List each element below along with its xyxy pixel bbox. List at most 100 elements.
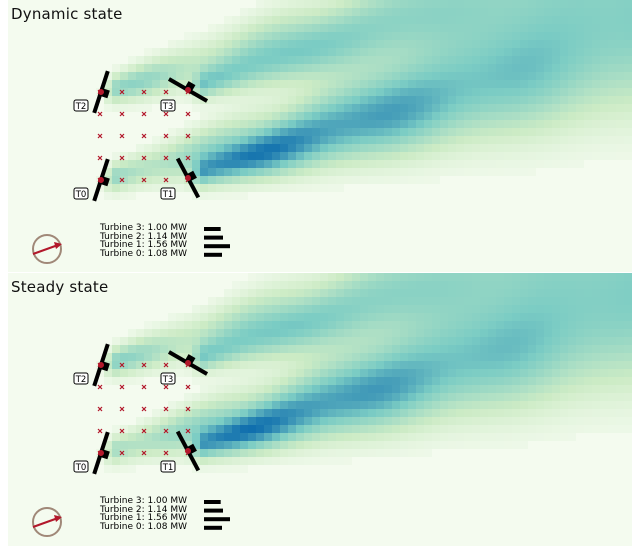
wake-cell — [568, 128, 576, 136]
wake-cell — [376, 337, 384, 345]
wake-cell — [552, 329, 560, 337]
wake-cell — [264, 337, 272, 345]
wake-cell — [432, 305, 440, 313]
wake-cell — [160, 417, 168, 425]
wake-cell — [448, 441, 456, 449]
wake-cell — [384, 353, 392, 361]
wake-cell — [320, 329, 328, 337]
wake-cell — [448, 112, 456, 120]
wake-cell — [216, 353, 224, 361]
wake-cell — [624, 289, 632, 297]
wake-cell — [328, 273, 336, 281]
wake-cell — [232, 305, 240, 313]
wake-cell — [544, 409, 552, 417]
wake-cell — [336, 289, 344, 297]
wake-cell — [456, 168, 464, 176]
wake-cell — [536, 345, 544, 353]
wake-cell — [456, 281, 464, 289]
wake-cell — [216, 24, 224, 32]
power-bar — [204, 244, 230, 249]
wake-cell — [624, 136, 632, 144]
wake-cell — [544, 329, 552, 337]
turbine-rotor-icon — [167, 77, 209, 103]
wake-cell — [480, 305, 488, 313]
wake-cell — [576, 144, 584, 152]
wake-cell — [512, 0, 520, 8]
wake-cell — [288, 128, 296, 136]
wake-cell — [512, 48, 520, 56]
wake-cell — [192, 56, 200, 64]
wake-cell — [464, 168, 472, 176]
wake-cell — [320, 273, 328, 281]
wake-cell — [328, 144, 336, 152]
wake-cell — [240, 24, 248, 32]
wake-cell — [504, 128, 512, 136]
wake-cell — [280, 377, 288, 385]
wake-cell — [216, 385, 224, 393]
wake-cell — [400, 337, 408, 345]
wake-cell — [408, 313, 416, 321]
wake-cell — [536, 128, 544, 136]
wake-cell — [416, 353, 424, 361]
wake-cell — [384, 112, 392, 120]
wake-cell — [152, 329, 160, 337]
wake-cell — [624, 16, 632, 24]
wake-cell — [544, 48, 552, 56]
wake-cell — [312, 345, 320, 353]
wake-cell — [152, 457, 160, 465]
wake-cell — [440, 305, 448, 313]
wake-cell — [560, 64, 568, 72]
wake-cell — [472, 168, 480, 176]
wake-cell — [296, 385, 304, 393]
wake-cell — [368, 449, 376, 457]
wake-cell — [480, 168, 488, 176]
wake-cell — [608, 361, 616, 369]
wake-cell — [344, 160, 352, 168]
wake-cell — [576, 32, 584, 40]
wake-cell — [488, 433, 496, 441]
wake-cell — [224, 393, 232, 401]
wake-cell — [248, 393, 256, 401]
wake-cell — [408, 88, 416, 96]
wake-cell — [392, 369, 400, 377]
wake-cell — [512, 88, 520, 96]
wake-cell — [112, 465, 120, 473]
wake-cell — [408, 305, 416, 313]
wake-cell — [376, 393, 384, 401]
wake-cell — [256, 289, 264, 297]
wake-cell — [616, 337, 624, 345]
wake-cell — [224, 72, 232, 80]
wake-cell — [576, 48, 584, 56]
wake-cell — [200, 104, 208, 112]
wake-cell — [280, 441, 288, 449]
wake-cell — [552, 16, 560, 24]
wake-cell — [480, 144, 488, 152]
wake-cell — [584, 273, 592, 281]
wake-cell — [152, 345, 160, 353]
wake-cell — [344, 112, 352, 120]
wake-cell — [464, 273, 472, 281]
wake-cell — [192, 401, 200, 409]
wake-cell — [352, 168, 360, 176]
wake-cell — [336, 176, 344, 184]
wake-cell — [144, 96, 152, 104]
wake-cell — [608, 56, 616, 64]
wake-cell — [256, 24, 264, 32]
wake-cell — [416, 441, 424, 449]
wake-cell — [480, 32, 488, 40]
wake-cell — [144, 168, 152, 176]
wake-cell — [448, 136, 456, 144]
wake-cell — [464, 321, 472, 329]
wake-cell — [296, 401, 304, 409]
wake-cell — [552, 56, 560, 64]
wake-cell — [296, 72, 304, 80]
wake-cell — [392, 80, 400, 88]
wake-cell — [336, 305, 344, 313]
wake-cell — [584, 8, 592, 16]
wake-cell — [392, 289, 400, 297]
wake-cell — [456, 16, 464, 24]
wake-cell — [192, 449, 200, 457]
wake-cell — [336, 104, 344, 112]
wake-cell — [320, 144, 328, 152]
wake-cell — [520, 144, 528, 152]
